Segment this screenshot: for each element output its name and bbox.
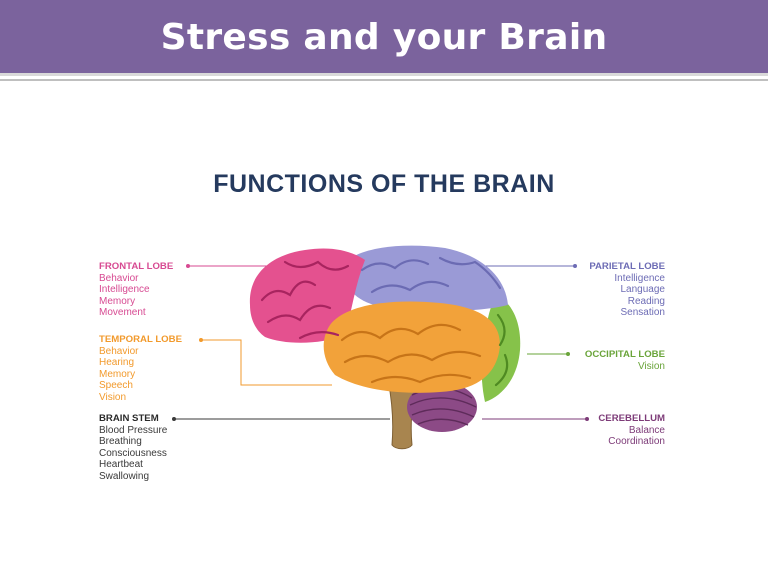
brain-stem-function: Blood Pressure: [99, 424, 168, 436]
frontal-lobe-label-group: FRONTAL LOBE Behavior Intelligence Memor…: [99, 261, 173, 319]
cerebellum-connector-dot: [585, 417, 589, 421]
brain-stem-function: Swallowing: [99, 470, 150, 482]
temporal-connector-dot: [199, 338, 203, 342]
frontal-function: Intelligence: [99, 284, 150, 296]
parietal-function: Language: [620, 284, 666, 296]
brain-stem-function: Breathing: [99, 436, 142, 448]
temporal-function: Vision: [99, 391, 127, 403]
occipital-lobe-heading: OCCIPITAL LOBE: [584, 349, 665, 360]
title-divider: [0, 79, 768, 81]
connector-lines: [172, 264, 589, 421]
temporal-lobe-heading: TEMPORAL LOBE: [99, 334, 182, 345]
parietal-connector-dot: [573, 264, 577, 268]
title-bar: Stress and your Brain: [0, 0, 768, 76]
brain-folds: [260, 256, 509, 387]
slide-title: Stress and your Brain: [160, 17, 608, 58]
frontal-function: Behavior: [99, 272, 139, 284]
cerebellum-label-group: CEREBELLUM Balance Coordination: [598, 413, 665, 448]
brain-stem-function: Heartbeat: [99, 459, 143, 471]
occipital-lobe-label-group: OCCIPITAL LOBE Vision: [585, 349, 665, 372]
frontal-connector-dot: [186, 264, 190, 268]
temporal-lobe-shape: [323, 301, 500, 393]
temporal-function: Hearing: [99, 357, 135, 369]
parietal-function: Reading: [627, 295, 665, 307]
occipital-connector-dot: [566, 352, 570, 356]
parietal-lobe-shape: [344, 245, 508, 311]
temporal-function: Behavior: [99, 345, 139, 357]
brain-stem-heading: BRAIN STEM: [99, 413, 159, 424]
temporal-lobe-label-group: TEMPORAL LOBE Behavior Hearing Memory Sp…: [99, 334, 182, 404]
frontal-function: Memory: [99, 295, 136, 307]
brain-stem-function: Consciousness: [99, 447, 167, 459]
brain-stem-label-group: BRAIN STEM Blood Pressure Breathing Cons…: [99, 413, 167, 483]
parietal-lobe-heading: PARIETAL LOBE: [589, 261, 665, 272]
frontal-function: Movement: [99, 307, 146, 319]
temporal-function: Speech: [99, 380, 133, 392]
temporal-connector: [201, 339, 332, 386]
parietal-function: Sensation: [620, 307, 665, 319]
cerebellum-shape: [407, 382, 477, 432]
frontal-lobe-heading: FRONTAL LOBE: [99, 261, 174, 272]
parietal-function: Intelligence: [614, 272, 665, 284]
cerebellum-function: Coordination: [608, 436, 665, 448]
parietal-lobe-label-group: PARIETAL LOBE Intelligence Language Read…: [589, 261, 665, 319]
temporal-function: Memory: [99, 368, 136, 380]
diagram-title: FUNCTIONS OF THE BRAIN: [213, 170, 555, 198]
cerebellum-heading: CEREBELLUM: [598, 413, 665, 424]
brainstem-connector-dot: [172, 417, 176, 421]
occipital-function: Vision: [637, 360, 665, 372]
cerebellum-function: Balance: [628, 424, 665, 436]
